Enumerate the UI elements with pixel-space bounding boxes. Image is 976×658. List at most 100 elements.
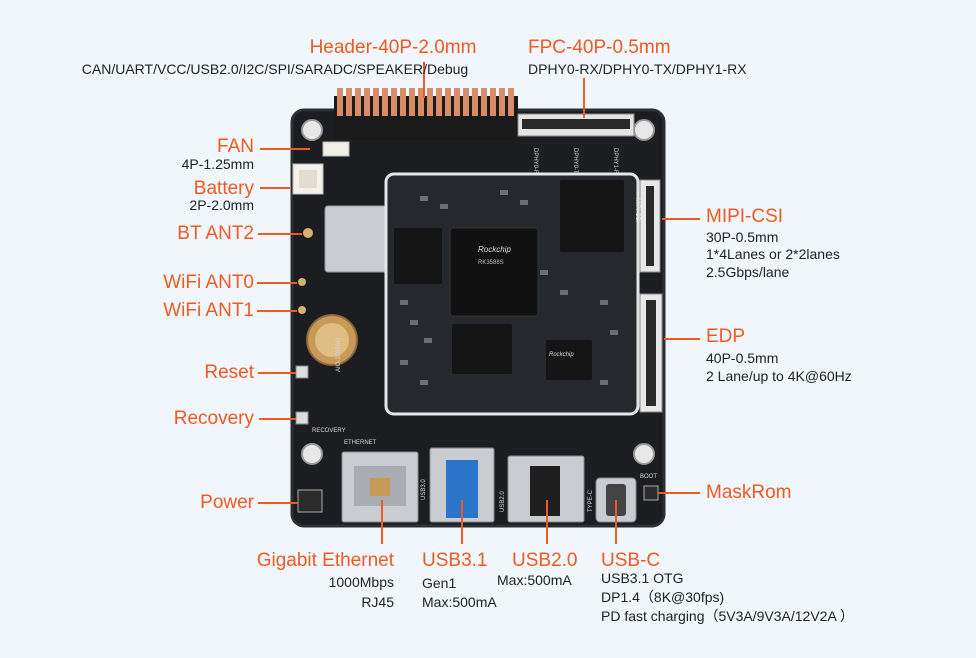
maskrom-title: MaskRom: [706, 482, 792, 503]
mount-hole-br: [633, 443, 655, 465]
wifi-ant1-connector: [298, 306, 306, 314]
mount-hole-tr: [633, 119, 655, 141]
smd-component: [410, 320, 418, 325]
silk-usb3: USB3.0: [421, 479, 427, 500]
smd-component: [440, 204, 448, 209]
smd-component: [420, 380, 428, 385]
silk-dphy0rx: DPHY0-RX: [532, 148, 538, 178]
mipi-csi-line3: 2.5Gbps/lane: [706, 264, 790, 280]
chip-brand: Rockchip: [549, 352, 574, 358]
bt-ant2-connector: [303, 228, 313, 238]
usbc-title: USB-C: [601, 550, 661, 571]
header-pin: [445, 88, 451, 116]
power-button: [297, 489, 323, 513]
usb2-tongue: [530, 466, 560, 516]
smd-component: [400, 360, 408, 365]
header-pin: [481, 88, 487, 116]
leader-battery: [260, 187, 290, 189]
leader-usbc: [615, 500, 617, 544]
smd-component: [420, 196, 428, 201]
smd-component: [500, 190, 508, 195]
header-pin: [355, 88, 361, 116]
header-pin: [382, 88, 388, 116]
header-pin: [508, 88, 514, 116]
maskrom-button: [643, 485, 659, 501]
usb31-title: USB3.1: [422, 550, 488, 571]
edp-slot: [646, 300, 656, 406]
smd-component: [560, 290, 568, 295]
mipi-csi-title: MIPI-CSI: [706, 206, 784, 227]
usbc-line3: PD fast charging（5V3A/9V3A/12V2A ）: [601, 608, 854, 624]
silk-typec: TYPE-C: [588, 489, 594, 512]
header-pin: [436, 88, 442, 116]
pmic-chip: [546, 340, 592, 380]
edp-line1: 40P-0.5mm: [706, 350, 779, 366]
edp-title: EDP: [706, 326, 746, 347]
header-pin: [373, 88, 379, 116]
ram-chip-2: [452, 324, 512, 374]
ethernet-line2: RJ45: [361, 594, 394, 610]
leader-mipi-csi: [662, 218, 700, 220]
silk-usb2: USB2.0: [500, 491, 506, 512]
ethernet-line1: 1000Mbps: [328, 574, 394, 590]
soc-brand: Rockchip: [478, 245, 511, 254]
emmc-chip: [560, 180, 624, 252]
leader-fan: [260, 148, 310, 150]
smd-component: [600, 300, 608, 305]
core-board-components: [400, 190, 618, 385]
bt-ant2-title: BT ANT2: [177, 223, 254, 244]
header-pin: [463, 88, 469, 116]
fan-connector: [322, 141, 350, 157]
leader-reset: [258, 372, 296, 374]
fan-detail: 4P-1.25mm: [181, 156, 254, 172]
leader-power: [258, 502, 298, 504]
usbc-line2: DP1.4（8K@30fps): [601, 589, 725, 605]
leader-maskrom: [658, 492, 700, 494]
fpc-connector-slot: [522, 119, 630, 129]
power-title: Power: [200, 492, 254, 513]
header-pin: [409, 88, 415, 116]
header-pin: [499, 88, 505, 116]
usb20-line1: Max:500mA: [497, 572, 572, 588]
smd-component: [520, 200, 528, 205]
recovery-title: Recovery: [173, 408, 254, 429]
silk-dphy0tx: DPHY0-TX: [572, 148, 578, 178]
fpc-detail: DPHY0-RX/DPHY0-TX/DPHY1-RX: [528, 61, 747, 77]
header-pin: [472, 88, 478, 116]
leader-fpc: [583, 78, 585, 118]
header-40p-connector: [334, 88, 518, 140]
soc-chip: [449, 227, 539, 317]
reset-button: [295, 365, 309, 379]
leader-usb31: [461, 500, 463, 544]
header-pin: [346, 88, 352, 116]
smd-component: [610, 330, 618, 335]
fpc-title: FPC-40P-0.5mm: [528, 37, 671, 58]
ethernet-led: [370, 478, 390, 496]
leader-wifi-ant0: [257, 282, 297, 284]
header-pin: [427, 88, 433, 116]
header-pin: [364, 88, 370, 116]
header-pin: [418, 88, 424, 116]
leader-bt-ant2: [258, 233, 302, 235]
wifi-ant0-title: WiFi ANT0: [163, 272, 254, 293]
battery-detail: 2P-2.0mm: [189, 197, 254, 213]
mount-hole-tl: [301, 119, 323, 141]
mipi-csi-slot: [646, 186, 654, 266]
fan-title: FAN: [217, 136, 254, 157]
leader-edp: [664, 338, 700, 340]
smd-component: [600, 380, 608, 385]
header-pin: [400, 88, 406, 116]
coin-battery: [315, 323, 349, 357]
header-pin: [490, 88, 496, 116]
usb20-title: USB2.0: [512, 550, 578, 571]
mipi-csi-line2: 1*4Lanes or 2*2lanes: [706, 246, 840, 262]
usb31-line1: Gen1: [422, 575, 457, 591]
leader-ethernet: [381, 500, 383, 544]
leader-header: [423, 62, 425, 98]
header-pin: [391, 88, 397, 116]
header-detail: CAN/UART/VCC/USB2.0/I2C/SPI/SARADC/SPEAK…: [81, 61, 469, 77]
silk-boot: BOOT: [640, 474, 657, 480]
soc-model: RK3588S: [478, 260, 504, 266]
silk-dphy1rx: DPHY1-RX: [612, 148, 618, 178]
